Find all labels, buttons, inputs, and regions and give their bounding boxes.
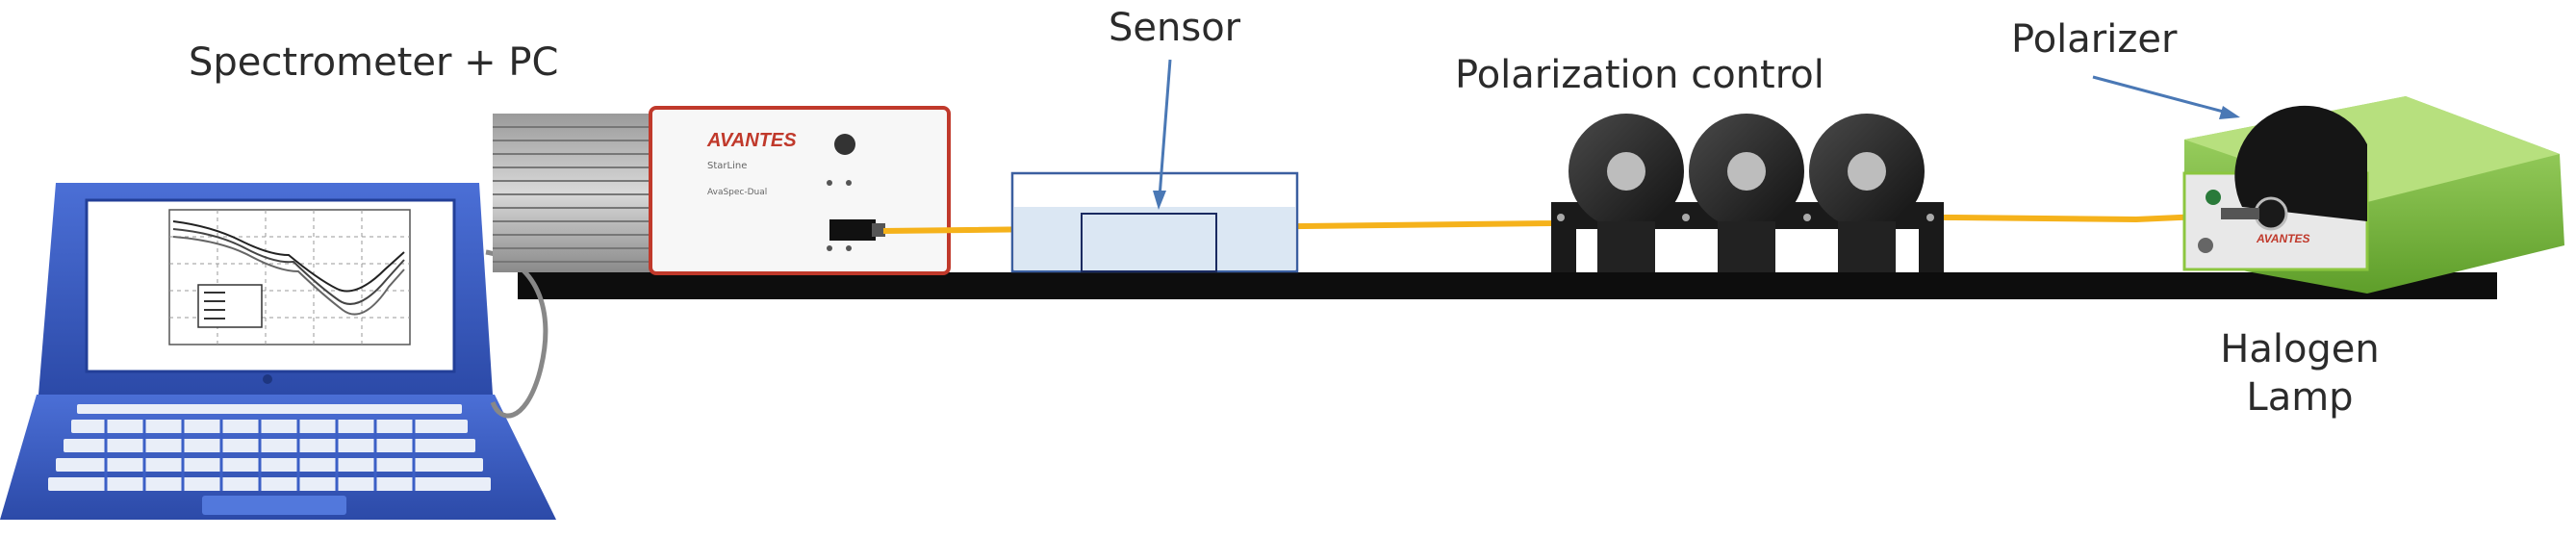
- label-polarization-control: Polarization control: [1455, 53, 1824, 97]
- polarizer: [2221, 105, 2367, 231]
- sensor-cell: [1010, 171, 1299, 273]
- paddle-1: [1569, 114, 1684, 272]
- polarization-controller: [1551, 114, 1944, 272]
- label-halogen-line1: Halogen: [2220, 327, 2380, 371]
- laptop-logo-icon: [263, 374, 272, 384]
- laptop-touchpad: [202, 496, 346, 515]
- label-halogen-line2: Lamp: [2246, 375, 2354, 420]
- label-spectrometer-pc: Spectrometer + PC: [189, 40, 559, 85]
- spectrometer-knob-icon: [834, 134, 855, 155]
- paddle-3: [1809, 114, 1925, 272]
- spectrometer-series: StarLine: [707, 161, 747, 171]
- spectrometer-model: AvaSpec-Dual: [707, 188, 767, 197]
- screen-spectrum-plot: [168, 209, 411, 345]
- sensor-arrow: [1153, 59, 1172, 210]
- spectrometer: AVANTES StarLine AvaSpec-Dual: [493, 106, 951, 275]
- lamp-brand: AVANTES: [2256, 232, 2310, 245]
- optical-bench: [518, 272, 2497, 299]
- label-polarizer: Polarizer: [2011, 17, 2178, 62]
- paddle-2: [1689, 114, 1804, 272]
- fiber-connector-icon: [829, 219, 876, 241]
- label-halogen-lamp: Halogen Lamp: [2184, 325, 2415, 422]
- laptop: [0, 183, 556, 520]
- spectrometer-brand: AVANTES: [706, 130, 797, 151]
- label-sensor: Sensor: [1109, 6, 1241, 50]
- polarizer-arrow: [2092, 75, 2240, 119]
